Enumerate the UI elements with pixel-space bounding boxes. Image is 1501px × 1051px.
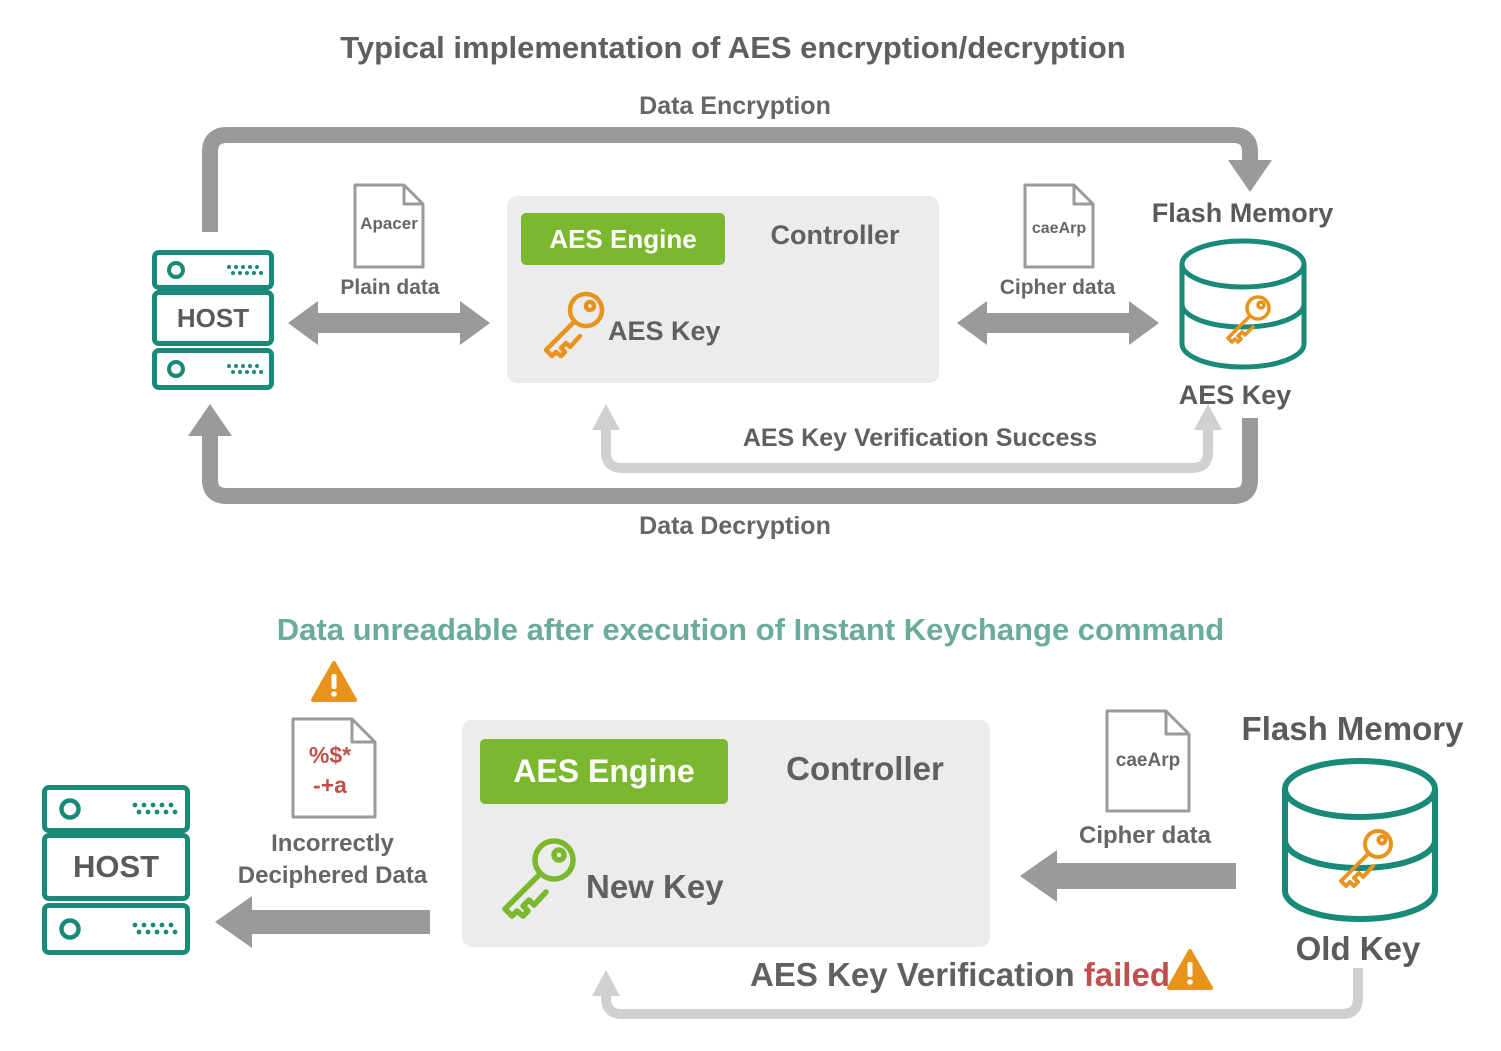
plain-data-label: Plain data (340, 276, 440, 299)
host-unit-bottom (152, 348, 274, 390)
host-unit-top (152, 250, 274, 290)
cipher-document-icon: caeArp (1022, 182, 1096, 270)
controller-label-bottom: Controller (786, 750, 944, 787)
data-decryption-label: Data Decryption (639, 512, 831, 540)
host-server-bottom: HOST (40, 783, 192, 959)
new-key-icon (502, 838, 576, 919)
aes-engine-badge: AES Engine (521, 213, 725, 265)
plain-document-text: Apacer (360, 214, 418, 233)
host-unit-bottom (42, 903, 190, 955)
garbled-document-icon: %$* -+a (290, 716, 378, 820)
host-label: HOST (42, 833, 190, 901)
garbled-text-line2: -+a (313, 772, 347, 798)
cipher-data-label-bottom: Cipher data (1078, 822, 1212, 849)
host-unit-top (42, 785, 190, 833)
cipher-data-label: Cipher data (999, 276, 1116, 299)
cipher-document-icon-bottom: caeArp (1104, 708, 1192, 814)
flash-memory-label-bottom: Flash Memory (1241, 710, 1464, 747)
flash-memory-label: Flash Memory (1151, 198, 1334, 228)
warning-icon (311, 661, 357, 702)
verification-failed-status: failed (1083, 956, 1170, 993)
verification-success-label: AES Key Verification Success (742, 424, 1098, 452)
plain-document-icon: Apacer (352, 182, 426, 270)
verification-failed-label: AES Key Verification failed (750, 956, 1170, 994)
bottom-title: Data unreadable after execution of Insta… (276, 612, 1225, 647)
flash-memory-icon (1179, 238, 1307, 370)
incorrect-label-line2: Deciphered Data (237, 862, 428, 889)
garbled-text-line1: %$* (308, 742, 352, 768)
cipher-document-text: caeArp (1031, 220, 1087, 237)
flash-memory-icon-bottom (1282, 758, 1438, 922)
old-key-label: Old Key (1295, 930, 1421, 967)
verification-failed-prefix: AES Key Verification (750, 956, 1075, 993)
aes-key-label: AES Key (608, 316, 721, 346)
host-label: HOST (152, 290, 274, 346)
new-key-label: New Key (586, 868, 724, 905)
aes-engine-badge-bottom: AES Engine (480, 739, 728, 804)
incorrect-label-line1: Incorrectly (271, 830, 394, 857)
flash-aes-key-label: AES Key (1178, 380, 1292, 410)
aes-key-icon (543, 291, 605, 359)
host-server: HOST (150, 248, 276, 394)
warning-icon (1167, 949, 1213, 990)
data-encryption-label: Data Encryption (639, 92, 831, 120)
top-title: Typical implementation of AES encryption… (340, 30, 1126, 65)
cipher-document-text-bottom: caeArp (1115, 750, 1181, 771)
controller-label: Controller (770, 220, 900, 250)
